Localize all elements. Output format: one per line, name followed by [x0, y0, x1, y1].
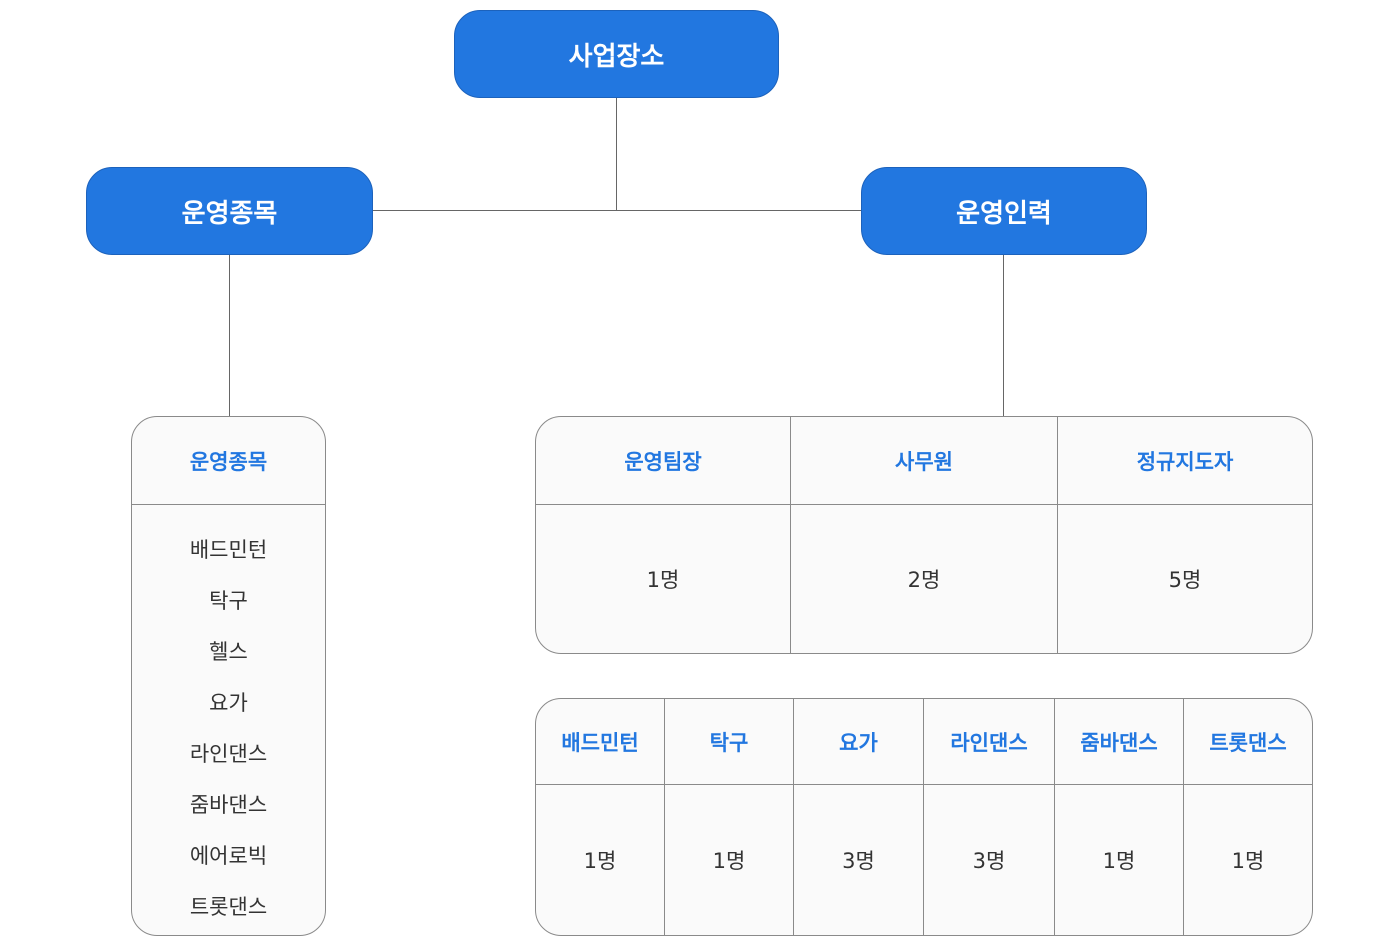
root-node: 사업장소 [454, 10, 779, 98]
events-list-header: 운영종목 [132, 417, 325, 505]
list-item: 트롯댄스 [189, 895, 268, 919]
list-item: 요가 [209, 691, 248, 715]
instructor-value-cell: 1명 [1231, 849, 1265, 873]
staff-table: 운영팀장 사무원 정규지도자 1명 2명 5명 [536, 417, 1312, 653]
staff-node: 운영인력 [861, 167, 1147, 255]
events-list-body: 배드민턴 탁구 헬스 요가 라인댄스 줌바댄스 에어로빅 트롯댄스 [132, 505, 325, 933]
instructor-value-cell: 1명 [1055, 785, 1184, 935]
staff-table-panel: 운영팀장 사무원 정규지도자 1명 2명 5명 [535, 416, 1313, 654]
staff-value-cell: 2명 [791, 505, 1058, 653]
staff-header-cell: 정규지도자 [1058, 417, 1312, 505]
list-item: 헬스 [209, 640, 248, 664]
list-item: 탁구 [209, 589, 248, 613]
instructor-value-cell: 3명 [794, 785, 924, 935]
instructor-value-cell: 1명 [665, 785, 794, 935]
events-node: 운영종목 [86, 167, 373, 255]
instructor-value-cell: 3명 [924, 785, 1055, 935]
connector-left-down [229, 255, 230, 416]
list-item: 배드민턴 [189, 538, 268, 562]
connector-root-down [616, 98, 617, 211]
staff-header-cell: 사무원 [791, 417, 1058, 505]
staff-value-cell: 5명 [1168, 568, 1202, 592]
instructor-header-cell: 트롯댄스 [1184, 699, 1312, 785]
instructor-header-cell: 요가 [794, 699, 924, 785]
instructor-header-cell: 배드민턴 [536, 699, 665, 785]
list-item: 줌바댄스 [189, 793, 268, 817]
connector-horizontal [372, 210, 862, 211]
events-list-panel: 운영종목 배드민턴 탁구 헬스 요가 라인댄스 줌바댄스 에어로빅 트롯댄스 [131, 416, 326, 936]
instructor-table-panel: 배드민턴 탁구 요가 라인댄스 줌바댄스 트롯댄스 1명 1명 3명 3명 1명… [535, 698, 1313, 936]
instructor-header-cell: 라인댄스 [924, 699, 1055, 785]
instructor-value-cell: 1명 [536, 785, 665, 935]
list-item: 라인댄스 [189, 742, 268, 766]
connector-right-down [1003, 255, 1004, 416]
list-item: 에어로빅 [189, 844, 268, 868]
staff-header-cell: 운영팀장 [536, 417, 791, 505]
instructor-table: 배드민턴 탁구 요가 라인댄스 줌바댄스 트롯댄스 1명 1명 3명 3명 1명… [536, 699, 1312, 935]
instructor-header-cell: 줌바댄스 [1055, 699, 1184, 785]
instructor-header-cell: 탁구 [665, 699, 794, 785]
staff-value-cell: 1명 [536, 505, 791, 653]
